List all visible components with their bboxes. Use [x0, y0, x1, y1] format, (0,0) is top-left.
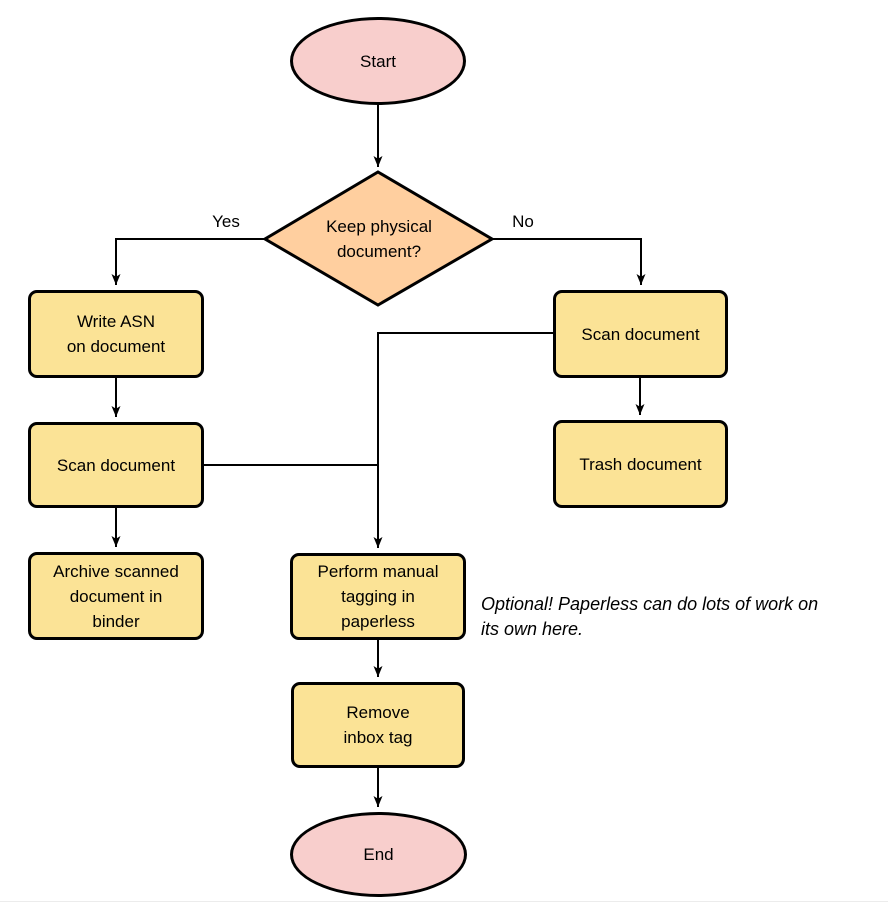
archive-node: Archive scanned document in binder: [28, 552, 204, 640]
bottom-divider: [0, 901, 888, 902]
remove-inbox-tag-node: Remove inbox tag: [291, 682, 465, 768]
yes-edge-label: Yes: [212, 212, 240, 231]
edge-scan-right-to-tagging: [373, 332, 553, 548]
annotation-note: Optional! Paperless can do lots of work …: [481, 594, 819, 639]
start-node: Start: [290, 17, 466, 105]
decision-diamond-shape: [262, 170, 495, 307]
scan-document-left-node: Scan document: [28, 422, 204, 508]
decision-node-label: Keep physical document?: [326, 216, 432, 261]
no-edge-label: No: [512, 212, 534, 231]
end-node: End: [290, 812, 467, 897]
write-asn-node: Write ASN on document: [28, 290, 204, 378]
edge-decision-no-to-scan-right: [492, 238, 646, 285]
edge-decision-yes-to-write-asn: [111, 238, 265, 285]
trash-document-node: Trash document: [553, 420, 728, 508]
scan-document-right-node: Scan document: [553, 290, 728, 378]
manual-tagging-node: Perform manual tagging in paperless: [290, 553, 466, 640]
